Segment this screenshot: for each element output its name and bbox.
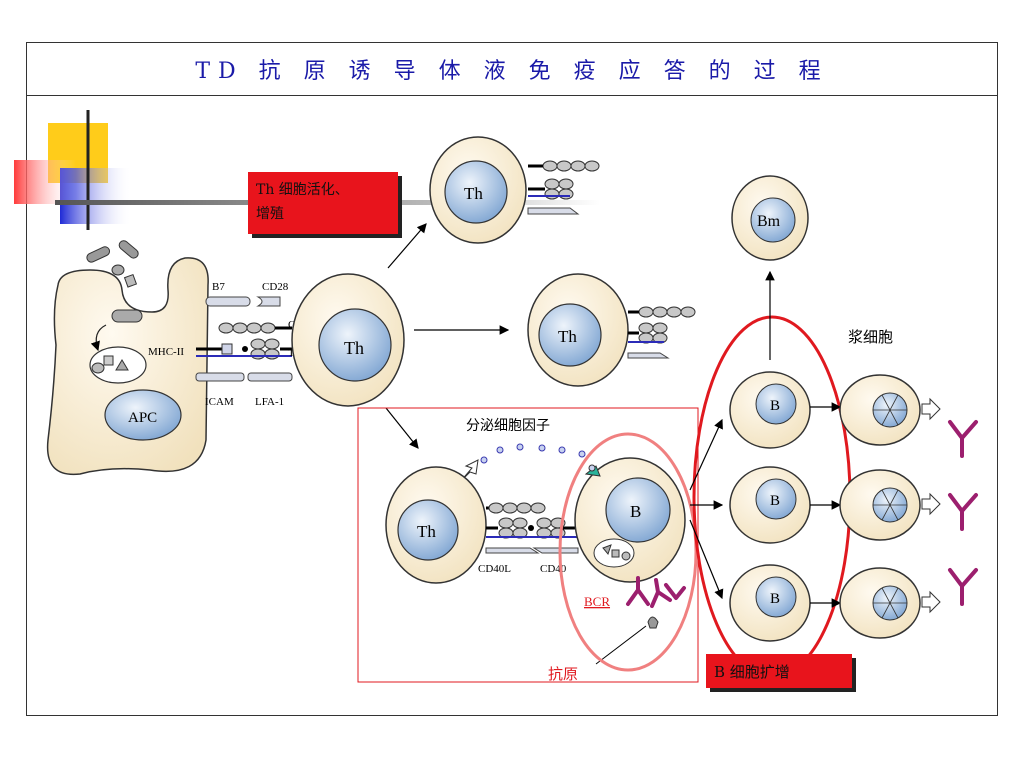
bcr-label: BCR [584,594,610,609]
cd28-label: CD28 [262,281,289,293]
cd40l-label: CD40L [478,563,511,575]
b7-label: B7 [212,281,225,293]
title-bar: TD 抗 原 诱 导 体 液 免 疫 应 答 的 过 程 [26,42,998,96]
b-label: B [770,493,780,509]
cd40-label: CD40 [540,563,567,575]
b-cell-activation-ring [558,432,698,672]
th-label: Th [344,338,364,358]
memory-b-cell: Bm [731,175,809,261]
th-cell-middle: Th [527,273,696,387]
th-cell-center: Th [291,273,405,407]
th-cell-lower: Th [385,466,487,584]
th-activation-line1: Th 细胞活化、 [256,182,349,198]
lfa1-label: LFA-1 [255,396,284,408]
b-proliferation-label: B 细胞扩增 [714,663,790,681]
b-cell-proliferated-2: B [729,466,811,544]
th-cell-upper: Th [429,136,600,244]
b-label: B [630,502,641,521]
th-label: Th [464,184,483,203]
plasma-cell-2 [839,469,941,541]
th-activation-box: Th 细胞活化、 增殖 [248,172,402,238]
icam-label: ICAM [205,396,234,408]
slide-title: TD 抗 原 诱 导 体 液 免 疫 应 答 的 过 程 [195,58,829,84]
th-label: Th [417,522,436,541]
plasma-cell-1 [839,374,941,446]
apc-label: APC [128,410,157,426]
plasma-cell-3 [839,567,941,639]
cytokine-label: 分泌细胞因子 [466,418,550,434]
th-label: Th [558,327,577,346]
apc-nucleus [104,389,182,441]
b-cell-proliferated-3: B [729,564,811,642]
cytokines [480,443,586,464]
antibody-icon [948,420,978,606]
th-activation-line2: 增殖 [256,205,284,222]
apc-cell: APC [46,240,209,476]
b-cell-proliferated-1: B [729,371,811,449]
b-label: B [770,398,780,414]
b-proliferation-box: B 细胞扩增 [706,654,856,692]
bm-label: Bm [757,213,781,230]
b-cell-activated: B [574,457,686,583]
antigen-particle [647,616,659,629]
plasma-cell-label: 浆细胞 [848,328,893,346]
b-label: B [770,591,780,607]
mhc2-label: MHC-II [148,346,184,358]
antigen-label: 抗原 [548,665,578,683]
apc-th-synapse: B7 CD28 CD4 MHC-II TCR ICAM LFA-1 [148,281,310,408]
bcr-antibodies [626,576,686,608]
th-b-synapse: CD40L CD40 [478,502,579,575]
slide-frame [26,42,998,716]
